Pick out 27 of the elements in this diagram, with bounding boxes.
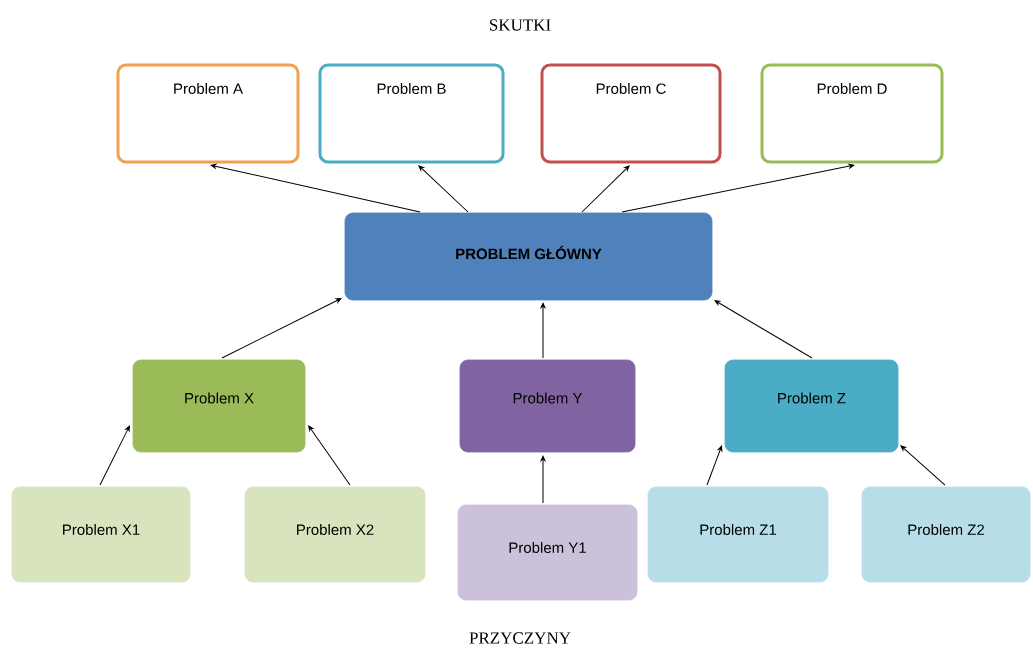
- arrow: [540, 455, 546, 504]
- arrow: [621, 163, 855, 213]
- problem-box: Problem D: [760, 63, 944, 164]
- arrow: [308, 425, 351, 486]
- problem-box: Problem A: [116, 63, 300, 164]
- arrow: [418, 165, 469, 213]
- section-heading: SKUTKI: [490, 19, 551, 31]
- problem-box: Problem Z: [724, 359, 899, 453]
- problem-box: Problem C: [540, 63, 722, 164]
- arrow: [581, 165, 630, 213]
- arrow: [900, 445, 946, 486]
- problem-box: Problem Y: [459, 359, 636, 453]
- problem-box: Problem X1: [11, 486, 191, 583]
- problem-box: PROBLEM GŁÓWNY: [344, 212, 713, 301]
- problem-box: Problem B: [318, 63, 505, 164]
- arrow: [221, 298, 342, 359]
- section-heading: PRZYCZYNY: [469, 632, 571, 644]
- problem-box: Problem Y1: [457, 504, 638, 601]
- arrow: [714, 300, 813, 359]
- arrow: [99, 425, 130, 486]
- arrow: [706, 445, 723, 486]
- arrow: [210, 163, 421, 213]
- problem-box: Problem X: [132, 359, 306, 453]
- arrow: [540, 302, 546, 359]
- problem-box: Problem Z2: [861, 486, 1031, 583]
- problem-box: Problem X2: [244, 486, 426, 583]
- problem-box: Problem Z1: [647, 486, 829, 583]
